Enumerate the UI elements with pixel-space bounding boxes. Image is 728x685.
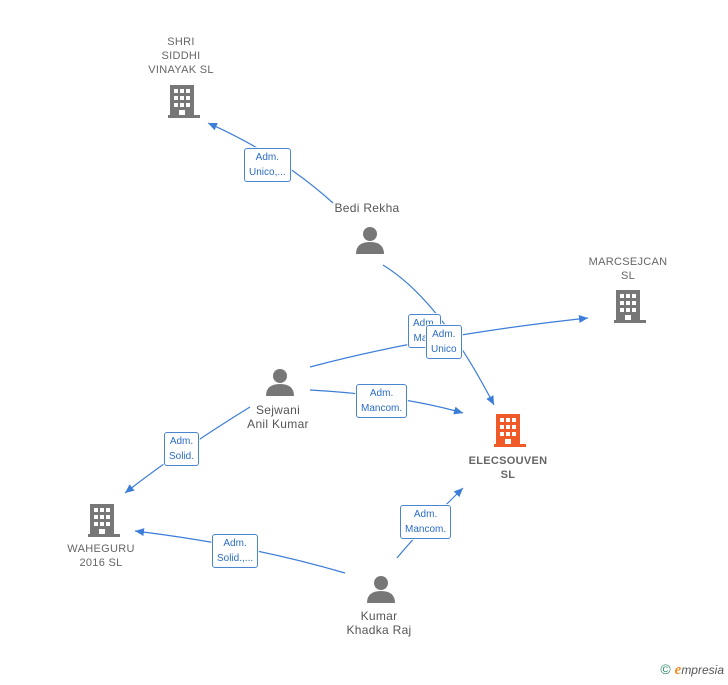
node-label-line: WAHEGURU bbox=[67, 543, 135, 555]
edge-label-sejwani-elec[interactable]: Adm. Mancom. bbox=[356, 384, 408, 418]
node-label-line: SL bbox=[620, 270, 636, 282]
node-label-line: Bedi Rekha bbox=[334, 201, 400, 215]
node-label-line: SIDDHI bbox=[161, 50, 201, 62]
edge-label-line: Adm. bbox=[169, 436, 194, 447]
node-label-shri[interactable]: SHRI SIDDHI VINAYAK SL bbox=[148, 35, 214, 77]
edge-label-line: Adm. bbox=[413, 509, 438, 520]
node-label-line: Khadka Raj bbox=[346, 623, 412, 637]
node-label-line: 2016 SL bbox=[79, 557, 123, 569]
node-label-marcsejcan[interactable]: MARCSEJCAN SL bbox=[589, 255, 668, 283]
edge-label-line: Adm. bbox=[223, 538, 247, 549]
edge-label-line: Adm. bbox=[369, 388, 394, 399]
edge-label-line: Mancom. bbox=[361, 403, 403, 414]
node-label-line: SL bbox=[500, 469, 516, 481]
edge-label-line: Mancom. bbox=[405, 524, 447, 535]
edge-label-sejwani-marc[interactable]: Adm. Unico bbox=[426, 325, 462, 359]
node-label-line: ELECSOUVEN bbox=[468, 455, 548, 467]
node-label-waheguru[interactable]: WAHEGURU 2016 SL bbox=[67, 542, 134, 570]
edge-label-sejwani-wah[interactable]: Adm. Solid. bbox=[164, 432, 200, 466]
edge-label-kumar-elec[interactable]: Adm. Mancom. bbox=[400, 505, 452, 539]
node-label-bedi[interactable]: Bedi Rekha bbox=[334, 201, 399, 215]
node-label-kumar[interactable]: Kumar Khadka Raj bbox=[346, 609, 411, 637]
node-label-line: SHRI bbox=[167, 36, 195, 48]
edge-label-line: Unico,... bbox=[249, 167, 286, 178]
edge-label-bedi-shri[interactable]: Adm. Unico,... bbox=[244, 148, 291, 182]
edge-label-line: Solid.,... bbox=[217, 553, 254, 564]
edge-label-line: Adm. bbox=[255, 152, 280, 163]
node-label-sejwani[interactable]: Sejwani Anil Kumar bbox=[247, 403, 309, 431]
edge-label-line: Adm. bbox=[413, 318, 437, 329]
node-label-line: Kumar bbox=[360, 609, 398, 623]
edge-label-line: Unico bbox=[431, 344, 457, 355]
building-icon bbox=[168, 85, 200, 118]
building-icon-main bbox=[494, 414, 526, 447]
node-label-line: Anil Kumar bbox=[247, 417, 309, 431]
copyright-icon: © bbox=[660, 661, 671, 677]
building-icon bbox=[88, 504, 120, 537]
brand-logo-text: mpresia bbox=[681, 663, 724, 677]
node-label-line: VINAYAK SL bbox=[148, 64, 214, 76]
person-icon bbox=[266, 369, 294, 396]
node-label-line: Sejwani bbox=[255, 403, 301, 417]
person-icon bbox=[356, 227, 384, 254]
edge-label-line: Ma... bbox=[413, 333, 436, 344]
building-icon bbox=[614, 290, 646, 323]
edge-label-line: Adm. bbox=[432, 329, 456, 340]
brand-footer[interactable]: ©empresia bbox=[660, 661, 724, 679]
edge-label-kumar-wah[interactable]: Adm. Solid.,... bbox=[212, 534, 259, 568]
brand-logo-e: e bbox=[674, 662, 682, 678]
person-icon bbox=[367, 576, 395, 603]
node-label-elecsouven[interactable]: ELECSOUVEN SL bbox=[469, 454, 548, 482]
edge-label-line: Solid. bbox=[169, 451, 195, 462]
node-label-line: MARCSEJCAN bbox=[588, 256, 668, 268]
